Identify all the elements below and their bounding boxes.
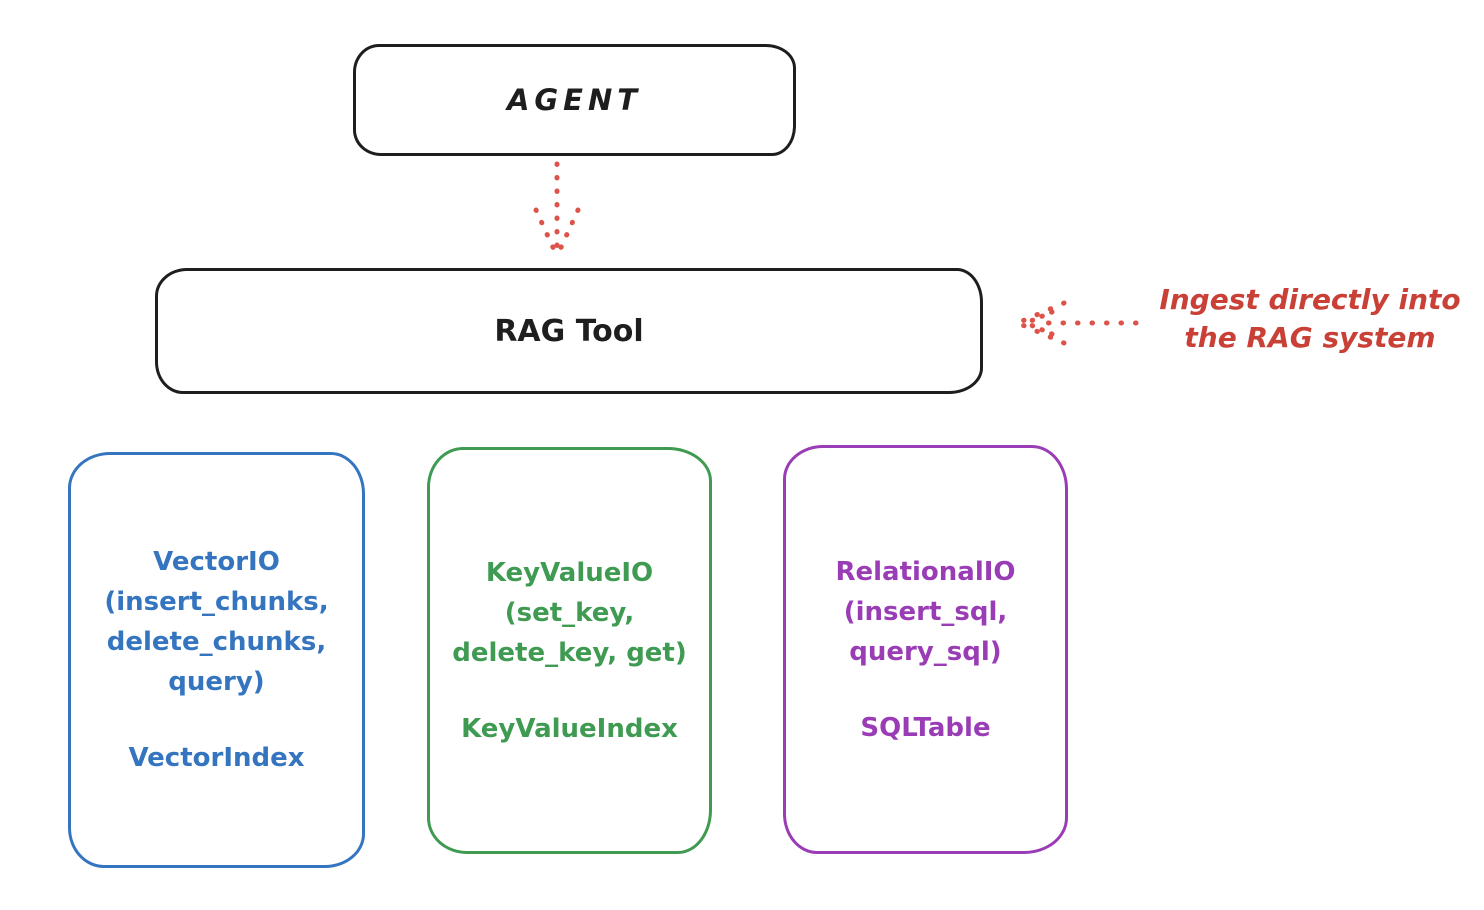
- keyvalue-io-methods-line2: delete_key, get): [452, 637, 687, 668]
- vector-io-methods-line1: (insert_chunks,: [104, 587, 329, 617]
- arrow-agent-to-ragtool-icon: [533, 161, 581, 257]
- arrowhead-left-stroke: [533, 207, 559, 257]
- keyvalue-index-label: KeyValueIndex: [461, 713, 678, 744]
- arrowhead-top-stroke: [1017, 300, 1067, 325]
- ingest-annotation: Ingest directly into the RAG system: [1140, 281, 1480, 357]
- agent-box: AGENT: [353, 44, 796, 156]
- arrowhead-inner-top-stroke: [1023, 309, 1055, 326]
- relational-io-title: RelationalIO: [835, 556, 1016, 587]
- vector-io-methods-line2: delete_chunks,: [106, 627, 327, 657]
- sql-table-label: SQLTable: [860, 712, 991, 743]
- vector-io-title: VectorIO: [153, 547, 280, 577]
- vector-io-box: VectorIO (insert_chunks, delete_chunks, …: [68, 452, 365, 868]
- relational-io-methods-line1: (insert_sql,: [843, 596, 1008, 627]
- vector-index-label: VectorIndex: [128, 743, 305, 773]
- keyvalue-io-box: KeyValueIO (set_key, delete_key, get) Ke…: [427, 447, 712, 854]
- arrowhead-bottom-stroke: [1017, 321, 1067, 346]
- keyvalue-io-methods-line1: (set_key,: [504, 597, 635, 628]
- relational-io-methods-line2: query_sql): [849, 636, 1002, 667]
- rag-tool-box: RAG Tool: [155, 268, 983, 394]
- ingest-annotation-line1: Ingest directly into: [1159, 283, 1461, 316]
- arrowhead-right-stroke: [555, 207, 581, 257]
- relational-io-box: RelationalIO (insert_sql, query_sql) SQL…: [783, 445, 1068, 854]
- ingest-arrow-icon: [1017, 300, 1139, 346]
- rag-tool-label: RAG Tool: [494, 313, 644, 349]
- vector-io-methods-line3: query): [168, 667, 265, 697]
- ingest-annotation-line2: the RAG system: [1184, 321, 1436, 354]
- arrowhead-inner-bottom-stroke: [1023, 320, 1055, 337]
- keyvalue-io-title: KeyValueIO: [485, 557, 654, 588]
- agent-label: AGENT: [506, 83, 643, 117]
